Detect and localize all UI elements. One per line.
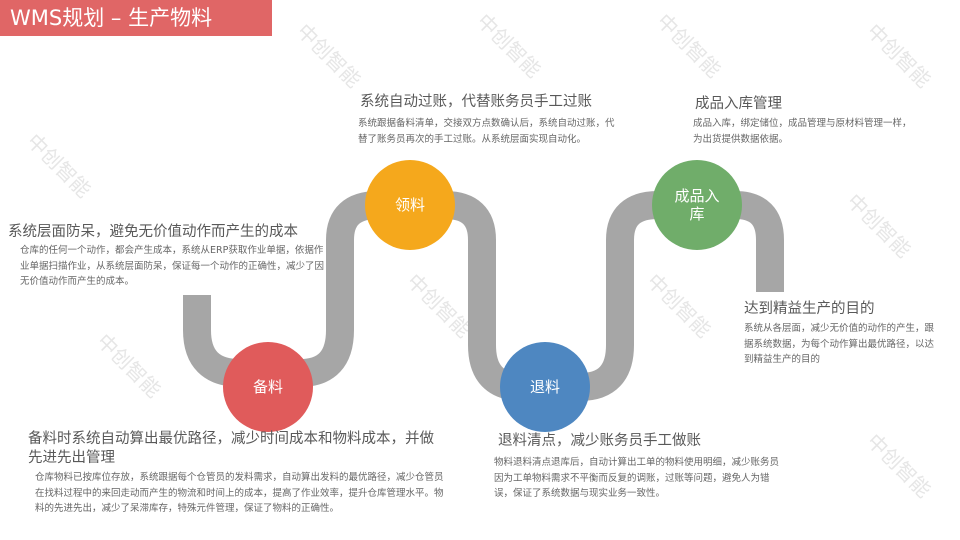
- node-lingliao: 领料: [365, 160, 455, 250]
- lean-body: 系统从各层面，减少无价值的动作的产生，跟据系统数据，为每个动作算出最优路径，以达…: [744, 323, 935, 365]
- cost-heading: 系统层面防呆，避免无价值动作而产生的成本: [8, 224, 298, 240]
- node-beiliao: 备料: [223, 342, 313, 432]
- node-chengpin: 成品入库: [652, 160, 742, 250]
- lean-heading: 达到精益生产的目的: [744, 301, 875, 317]
- beiliao-heading: 备料时系统自动算出最优路径，减少时间成本和物料成本，并做先进先出管理: [28, 431, 434, 466]
- slide-title: WMS规划 – 生产物料: [0, 0, 272, 36]
- node-tuiliao: 退料: [500, 342, 590, 432]
- cost-body: 仓库的任何一个动作，都会产生成本，系统从ERP获取作业单据，依据作业单据扫描作业…: [20, 245, 325, 287]
- chengpin-body: 成品入库，绑定储位，成品管理与原材料管理一样，为出货提供数据依据。: [693, 118, 912, 145]
- lingliao-body: 系统跟据备料清单，交接双方点数确认后，系统自动过账，代替了账务员再次的手工过账。…: [358, 118, 615, 145]
- chengpin-heading: 成品入库管理: [695, 96, 782, 112]
- tuiliao-heading: 退料清点，减少账务员手工做账: [498, 433, 701, 449]
- lingliao-heading: 系统自动过账，代替账务员手工过账: [360, 94, 592, 110]
- tuiliao-body: 物料退料清点退库后，自动计算出工单的物料使用明细，减少账务员因为工单物料需求不平…: [494, 457, 780, 499]
- pipe-path: [183, 191, 784, 401]
- beiliao-body: 仓库物料已按库位存放，系统跟据每个仓管员的发料需求，自动算出发料的最优路径，减少…: [35, 472, 444, 514]
